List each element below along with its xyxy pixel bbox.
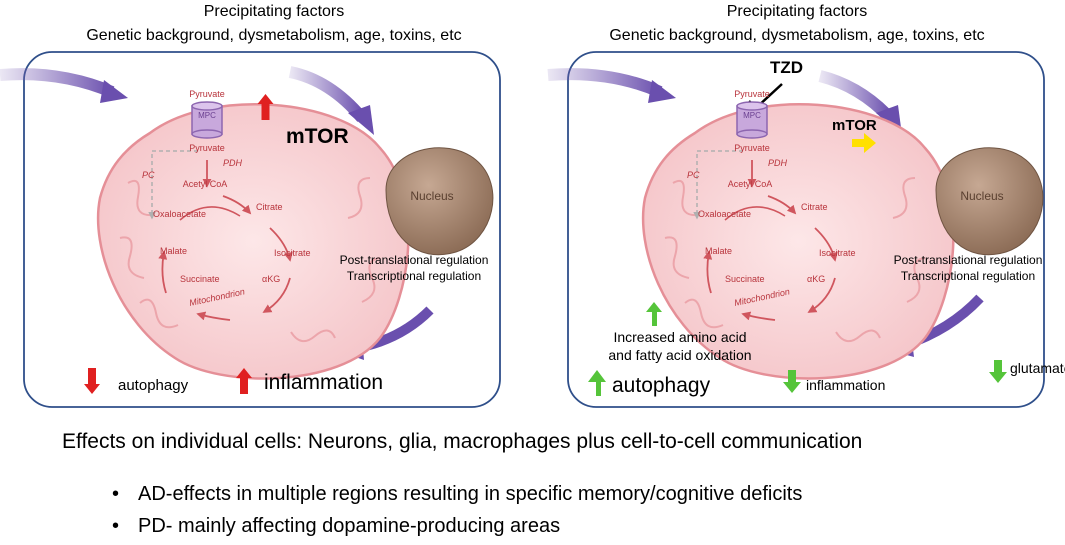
left-oxaloacetate: Oxaloacetate: [153, 209, 206, 219]
right-panel: [547, 51, 1045, 408]
left-citrate: Citrate: [256, 202, 283, 212]
left-malate: Malate: [160, 246, 187, 256]
right-acetyl-coa: Acetyl CoA: [728, 179, 773, 189]
left-isocitrate: Isocitrate: [274, 248, 311, 258]
right-mpc: MPC: [743, 111, 761, 120]
right-arrow-in: [547, 68, 676, 103]
right-pyruvate: Pyruvate: [734, 143, 770, 153]
right-akg: αKG: [807, 274, 825, 284]
left-panel: [0, 51, 501, 408]
left-header-2: Genetic background, dysmetabolism, age, …: [86, 27, 461, 44]
left-arrow-to-nucleus: [288, 66, 374, 135]
left-pyruvate-top: Pyruvate: [189, 89, 225, 99]
right-malate: Malate: [705, 246, 732, 256]
bullet-pd-text: PD- mainly affecting dopamine-producing …: [138, 515, 561, 537]
right-inflammation-down-arrow: [783, 370, 801, 393]
left-arrow-in: [0, 68, 128, 103]
left-regulation-1: Post-translational regulation: [340, 253, 489, 267]
right-oxidation-2: and fatty acid oxidation: [608, 347, 751, 363]
right-glutamate-down-arrow: [989, 360, 1007, 383]
left-nucleus-label: Nucleus: [410, 189, 453, 203]
effects-line: Effects on individual cells: Neurons, gl…: [62, 430, 863, 453]
right-isocitrate: Isocitrate: [819, 248, 856, 258]
right-mtor: mTOR: [832, 117, 877, 134]
right-pyruvate-top: Pyruvate: [734, 89, 770, 99]
left-header-1: Precipitating factors: [204, 3, 345, 20]
right-header-2: Genetic background, dysmetabolism, age, …: [609, 27, 984, 44]
left-regulation-2: Transcriptional regulation: [347, 269, 481, 283]
right-autophagy: autophagy: [612, 374, 711, 397]
right-nucleus-label: Nucleus: [960, 189, 1003, 203]
bullet-ad: • AD-effects in multiple regions resultin…: [112, 483, 802, 506]
right-regulation-1: Post-translational regulation: [894, 253, 1043, 267]
right-header-1: Precipitating factors: [727, 3, 868, 20]
bullet-pd: • PD- mainly affecting dopamine-producing…: [112, 515, 560, 538]
right-pc: PC: [687, 170, 700, 180]
right-mtor-neutral-arrow: [852, 133, 876, 153]
right-oxidation-1: Increased amino acid: [613, 329, 746, 345]
left-acetyl-coa: Acetyl CoA: [183, 179, 228, 189]
left-autophagy: autophagy: [118, 377, 189, 394]
left-mtor: mTOR: [286, 125, 349, 148]
right-regulation-2: Transcriptional regulation: [901, 269, 1035, 283]
left-texts: Precipitating factors Genetic background…: [86, 3, 488, 394]
right-inflammation: inflammation: [806, 377, 885, 393]
bullet-dot: •: [112, 483, 120, 505]
right-glutamate: glutamate: [1010, 360, 1065, 376]
bullet-ad-text: AD-effects in multiple regions resulting…: [138, 483, 803, 505]
tzd-label: TZD: [770, 58, 803, 77]
left-pyruvate: Pyruvate: [189, 143, 225, 153]
bullet-dot: •: [112, 515, 120, 537]
left-mpc: MPC: [198, 111, 216, 120]
right-autophagy-up-arrow: [588, 370, 606, 396]
left-pdh: PDH: [223, 158, 243, 168]
right-oxaloacetate: Oxaloacetate: [698, 209, 751, 219]
left-succinate: Succinate: [180, 274, 220, 284]
left-inflammation: inflammation: [264, 371, 383, 394]
left-inflammation-up-arrow: [236, 368, 252, 394]
left-akg: αKG: [262, 274, 280, 284]
left-pc: PC: [142, 170, 155, 180]
right-succinate: Succinate: [725, 274, 765, 284]
left-autophagy-down-arrow: [84, 368, 100, 394]
right-pdh: PDH: [768, 158, 788, 168]
right-oxidation-up-arrow: [646, 302, 662, 326]
right-citrate: Citrate: [801, 202, 828, 212]
left-mtor-up-arrow: [257, 94, 274, 120]
